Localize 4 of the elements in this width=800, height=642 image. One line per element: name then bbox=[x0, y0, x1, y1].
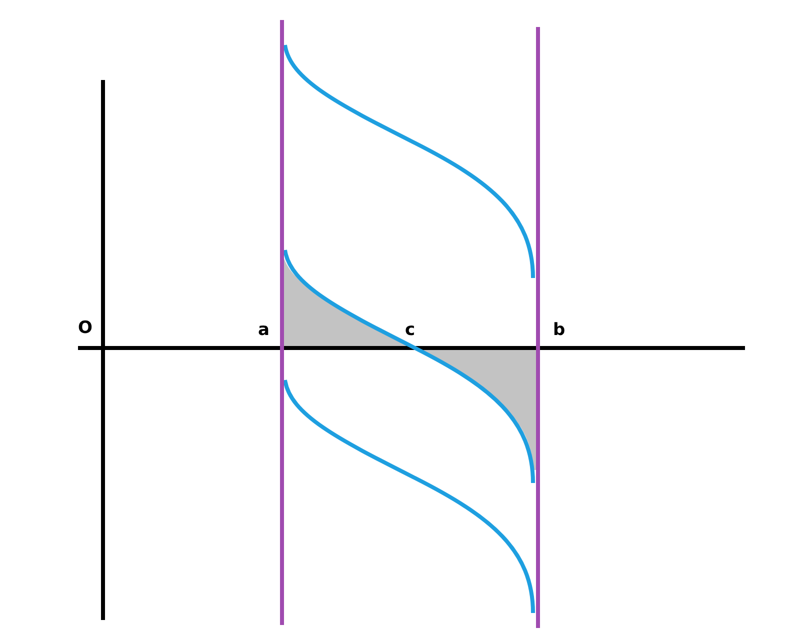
point-label: c bbox=[405, 320, 416, 340]
origin-label: O bbox=[78, 318, 92, 338]
point-label: b bbox=[553, 320, 566, 340]
point-label: a bbox=[258, 320, 270, 340]
